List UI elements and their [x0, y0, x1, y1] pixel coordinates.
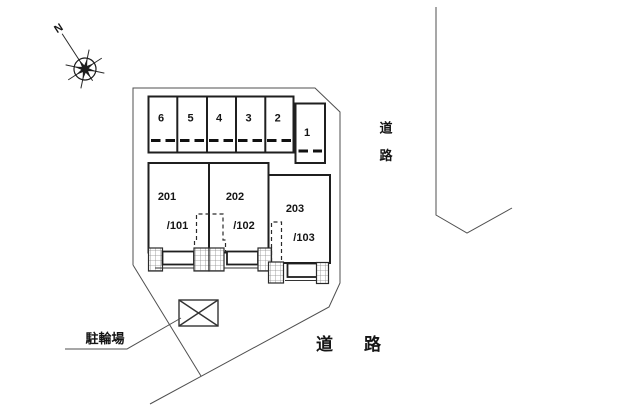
compass-circle [73, 57, 97, 81]
balcony-hatch [208, 247, 225, 272]
parking-stalls-outline [147, 95, 295, 154]
site-boundary [132, 87, 341, 405]
unit-label-203: 203 [286, 203, 304, 215]
parking-stall-label: 3 [245, 113, 251, 125]
bicycle-parking-label: 駐輪場 [85, 331, 124, 346]
compass-star [74, 58, 96, 80]
road-edge-right [435, 7, 513, 234]
road-label-bottom-char1: 道 [316, 334, 333, 354]
north-label: N [52, 22, 65, 36]
parking-stall-1-outline [294, 102, 326, 164]
balcony-row-201-202 [147, 247, 273, 272]
road-label-bottom: 道 路 [316, 334, 382, 354]
parking-stall-label: 5 [187, 113, 193, 125]
unit-label-101: /101 [167, 220, 188, 232]
bicycle-shed-cross-icon [178, 299, 219, 327]
parking-stall-label: 1 [304, 127, 310, 139]
unit-label-202: 202 [226, 191, 244, 203]
balcony-hatch [315, 261, 330, 285]
balcony [286, 262, 319, 278]
balcony-row-203 [267, 261, 330, 285]
balcony [226, 250, 259, 266]
bicycle-parking-leader-line [65, 317, 182, 350]
balcony-hatch [193, 247, 210, 272]
buildings: 201 /101 202 /102 203 /103 [147, 162, 331, 264]
road-label-right-char2: 路 [379, 148, 393, 163]
balcony [161, 250, 195, 266]
road-label-right-char1: 道 [379, 121, 392, 136]
parking-stall-label: 2 [275, 113, 281, 125]
balcony-hatch [267, 261, 285, 284]
bicycle-shed-symbol [178, 299, 219, 327]
road-label-bottom-char2: 路 [364, 334, 382, 354]
unit-label-201: 201 [158, 191, 176, 203]
parking-area: 6 5 4 3 2 1 [147, 95, 326, 164]
bicycle-shed-rect [178, 299, 219, 327]
unit-label-102: /102 [233, 220, 254, 232]
parking-stall-label: 6 [158, 113, 164, 125]
parking-stall-label: 4 [216, 113, 223, 125]
building-203-outline [267, 174, 331, 264]
unit-label-103: /103 [293, 232, 314, 244]
staircase-dashed-outline-203 [270, 221, 283, 262]
parking-stall-dividers [176, 96, 267, 153]
site-boundary-left-diagonal [132, 264, 202, 377]
compass-rose-icon: N [52, 22, 105, 89]
road-label-right: 道 路 [379, 121, 393, 164]
staircase-dashed-outline-201-202 [193, 213, 227, 252]
